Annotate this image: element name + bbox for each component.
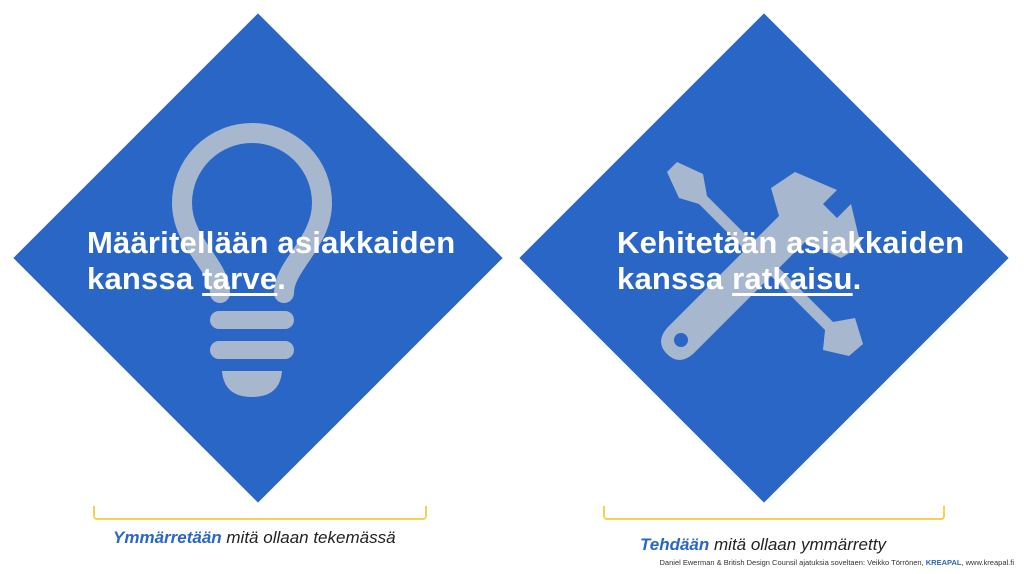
define-need-text: Määritellään asiakkaiden kanssa tarve. [87,225,455,297]
define-need-keyword: tarve [202,261,278,296]
left-bracket [93,506,427,520]
develop-solution-suffix: . [852,261,862,296]
credit-brand: KREAPAL [925,558,962,567]
credit-prefix: Daniel Ewerman & British Design Counsil … [659,558,926,567]
right-caption-highlight: Tehdään [640,535,710,554]
lightbulb-icon [172,123,332,397]
left-caption-highlight: Ymmärretään [113,528,222,547]
develop-solution-line1: Kehitetään asiakkaiden [617,225,965,260]
left-caption-rest: mitä ollaan tekemässä [221,528,396,547]
right-bracket [603,506,945,520]
right-caption-rest: mitä ollaan ymmärretty [709,535,886,554]
right-caption: Tehdään mitä ollaan ymmärretty [640,535,886,555]
define-need-line2: kanssa tarve. [87,261,455,297]
left-caption: Ymmärretään mitä ollaan tekemässä [113,528,396,548]
wrench-screwdriver-icon [661,162,863,360]
define-need-line1: Määritellään asiakkaiden [87,225,456,260]
credit-suffix: , www.kreapal.fi [961,558,1014,567]
credit-line: Daniel Ewerman & British Design Counsil … [660,558,1014,567]
develop-solution-text: Kehitetään asiakkaiden kanssa ratkaisu. [617,225,964,297]
develop-solution-prefix: kanssa [617,261,733,296]
develop-solution-keyword: ratkaisu [732,261,853,296]
define-need-suffix: . [277,261,287,296]
define-need-prefix: kanssa [87,261,203,296]
develop-solution-line2: kanssa ratkaisu. [617,261,964,297]
